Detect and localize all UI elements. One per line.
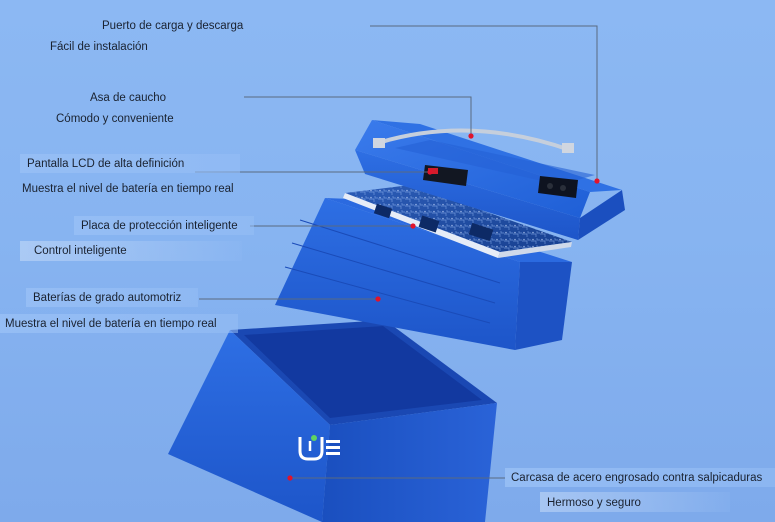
leader-line-handle: [244, 96, 472, 136]
cells-title: Baterías de grado automotriz: [33, 292, 182, 304]
leader-lines: [195, 25, 598, 479]
marker-lcd: [427, 169, 433, 175]
cells-subtitle: Muestra el nivel de batería en tiempo re…: [5, 318, 217, 330]
case-sub-band: [540, 492, 730, 512]
board-subtitle: Control inteligente: [34, 245, 127, 257]
board-sub-band: [20, 241, 242, 261]
lcd-subtitle: Muestra el nivel de batería en tiempo re…: [22, 183, 234, 195]
markers: [287, 133, 600, 481]
board-label-band: [74, 216, 254, 235]
case-title: Carcasa de acero engrosado contra salpic…: [511, 472, 763, 484]
marker-board: [410, 223, 416, 229]
rubber-handle: [373, 128, 574, 153]
case-label-band: [505, 468, 775, 487]
lcd-title: Pantalla LCD de alta definición: [27, 158, 185, 170]
charging-port: [538, 176, 578, 198]
marker-port: [594, 178, 600, 184]
cells-sub-band: [0, 314, 238, 333]
brand-logo-icon: [298, 435, 340, 461]
port-title: Puerto de carga y descarga: [102, 20, 244, 32]
marker-cells: [375, 296, 381, 302]
handle-title: Asa de caucho: [90, 92, 167, 104]
case-subtitle: Hermoso y seguro: [547, 497, 641, 509]
lcd-label-band: [20, 154, 240, 173]
handle-subtitle: Cómodo y conveniente: [56, 113, 174, 125]
lcd-screen: [423, 165, 468, 186]
marker-case: [287, 475, 293, 481]
protection-board: [343, 185, 572, 258]
marker-handle: [468, 133, 474, 139]
port-subtitle: Fácil de instalación: [50, 41, 148, 53]
leader-line-port: [370, 25, 598, 180]
cells-label-band: [26, 288, 198, 307]
board-title: Placa de protección inteligente: [81, 220, 238, 232]
steel-case: [168, 320, 497, 522]
